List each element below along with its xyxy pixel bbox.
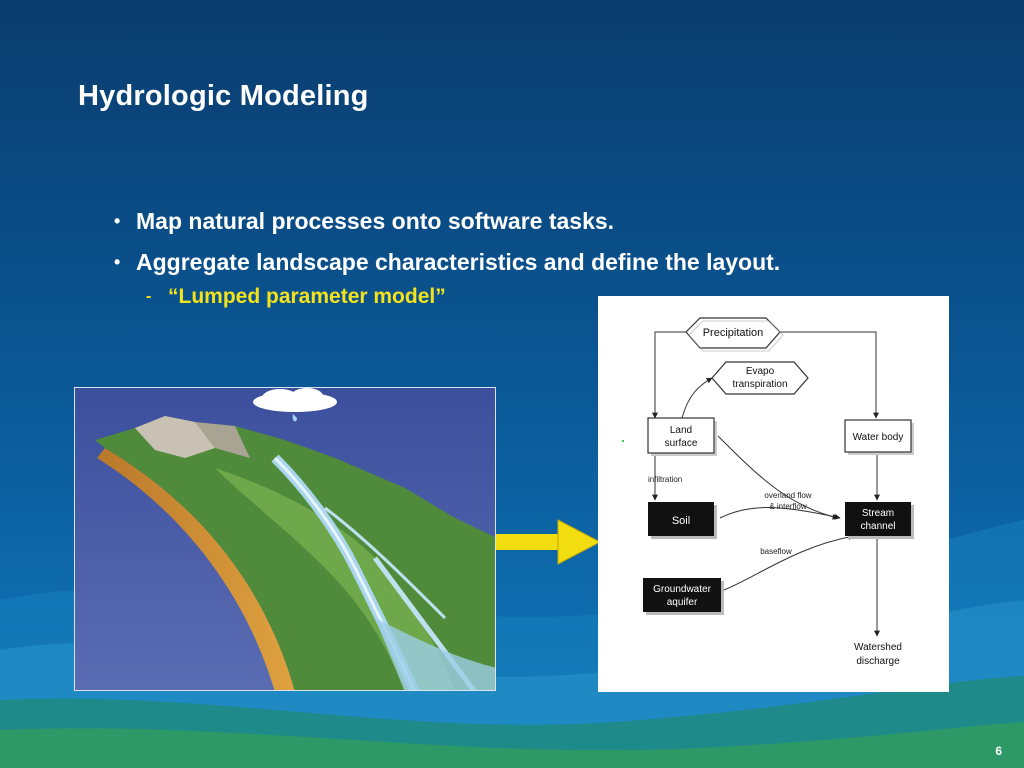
- land-label-2: surface: [665, 438, 698, 449]
- soil-node: Soil: [648, 502, 717, 539]
- evapo-label-1: Evapo: [746, 366, 775, 377]
- stream-label-1: Stream: [862, 508, 894, 519]
- bullet-dot-icon: •: [114, 252, 121, 272]
- precipitation-label: Precipitation: [703, 327, 764, 339]
- soil-label: Soil: [672, 515, 690, 527]
- arrow-right-icon: [496, 519, 602, 565]
- bullet-text: Aggregate landscape characteristics and …: [136, 249, 781, 275]
- landscape-graphic: [75, 388, 495, 690]
- sub-bullet-item: - “Lumped parameter model”: [112, 284, 852, 310]
- flow-diagram-panel: Precipitation Evapo transpiration Land s…: [598, 296, 949, 692]
- cloud-icon: [253, 388, 337, 422]
- discharge-label-2: discharge: [856, 656, 900, 667]
- bullet-dot-icon: •: [114, 211, 121, 231]
- groundwater-label-1: Groundwater: [653, 584, 711, 595]
- land-label-1: Land: [670, 425, 692, 436]
- slide-title: Hydrologic Modeling: [78, 80, 369, 112]
- overland-flow-label-2: & interflow: [769, 502, 807, 511]
- flow-diagram: Precipitation Evapo transpiration Land s…: [643, 317, 914, 667]
- flow-edges: [652, 331, 880, 637]
- groundwater-label-2: aquifer: [667, 597, 698, 608]
- water-body-node: Water body: [844, 419, 914, 455]
- evapotranspiration-node: Evapo transpiration: [711, 361, 809, 395]
- dash-icon: -: [146, 288, 152, 305]
- bullet-list: • Map natural processes onto software ta…: [112, 206, 852, 310]
- baseflow-label: baseflow: [760, 547, 792, 556]
- bullet-item: • Map natural processes onto software ta…: [112, 206, 852, 237]
- evapo-label-2: transpiration: [732, 379, 787, 390]
- stream-channel-node: Stream channel: [845, 502, 914, 539]
- page-number: 6: [995, 744, 1002, 758]
- overland-flow-label-1: overland flow: [764, 491, 811, 500]
- landscape-illustration: [74, 387, 496, 691]
- infiltration-label: infiltration: [648, 475, 682, 484]
- bullet-item: • Aggregate landscape characteristics an…: [112, 247, 856, 278]
- sub-bullet-text: “Lumped parameter model”: [168, 285, 446, 308]
- watershed-discharge-node: Watershed discharge: [854, 642, 902, 667]
- land-surface-node: Land surface: [647, 417, 717, 456]
- precipitation-node: Precipitation: [685, 317, 784, 352]
- decorative-dot: [622, 440, 624, 442]
- water-body-label: Water body: [853, 432, 904, 443]
- discharge-label-1: Watershed: [854, 642, 902, 653]
- stream-label-2: channel: [860, 521, 895, 532]
- bullet-text: Map natural processes onto software task…: [136, 208, 615, 234]
- groundwater-aquifer-node: Groundwater aquifer: [643, 578, 724, 615]
